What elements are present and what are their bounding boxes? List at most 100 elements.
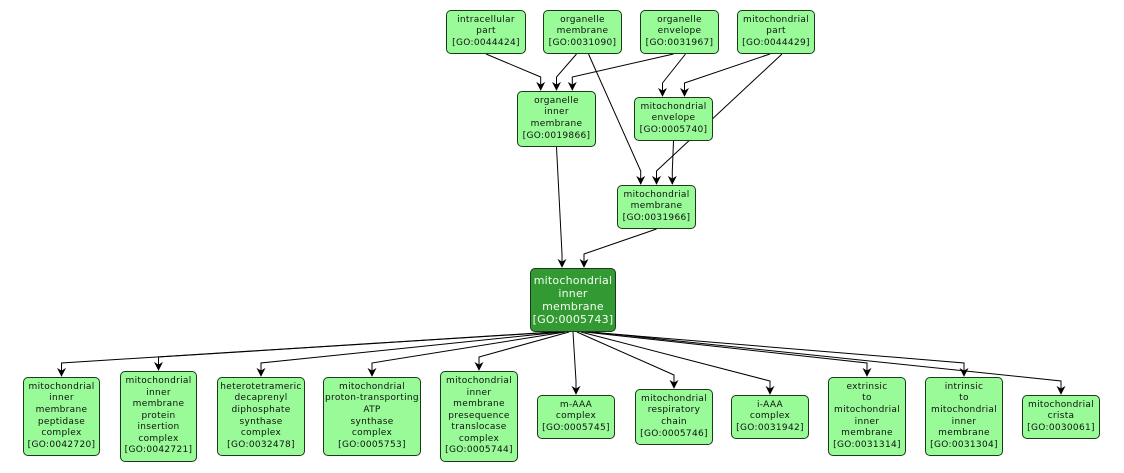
go-term-mitochondrial-envelope[interactable]: mitochondrial envelope [GO:0005740]	[634, 97, 713, 141]
node-line: extrinsic	[846, 381, 888, 392]
node-line: presequence	[448, 410, 510, 421]
node-id: [GO:0005746]	[640, 428, 708, 439]
go-term-organelle-envelope[interactable]: organelle envelope [GO:0031967]	[640, 10, 719, 54]
node-line: mitochondrial	[1028, 399, 1094, 410]
edge-n0005740-to-n0031966	[667, 140, 677, 185]
edge-n0005743-to-n0005753	[367, 331, 566, 377]
edge-n0005743-to-n0005745	[571, 331, 581, 395]
node-line: membrane	[630, 201, 683, 212]
node-id: [GO:0030061]	[1027, 422, 1095, 433]
edge-n0031090-to-n0019866	[552, 53, 577, 91]
node-id: [GO:0031966]	[622, 212, 691, 223]
node-line: diphosphate	[231, 404, 291, 415]
node-id: [GO:0019866]	[522, 130, 591, 141]
node-line: part	[766, 26, 786, 37]
node-line: part	[476, 26, 496, 37]
go-term-i-aaa-complex[interactable]: i-AAA complex [GO:0031942]	[731, 395, 809, 439]
node-line: mitochondrial	[743, 14, 809, 25]
node-line: mitochondrial	[28, 381, 95, 392]
go-term-mitochondrial-inner-membrane-protein-insertion-complex[interactable]: mitochondrial inner membrane protein ins…	[120, 371, 197, 462]
node-id: [GO:0044429]	[742, 37, 810, 48]
node-line: complex	[351, 428, 393, 439]
go-term-mitochondrial-inner-membrane-focus[interactable]: mitochondrial inner membrane [GO:0005743…	[530, 268, 616, 332]
node-line: envelope	[657, 26, 702, 37]
go-term-mitochondrial-proton-transporting-atp-synthase-complex[interactable]: mitochondrial proton-transporting ATP sy…	[323, 377, 421, 456]
node-line: complex	[240, 428, 282, 439]
node-line: complex	[138, 433, 179, 444]
node-line: i-AAA	[756, 399, 784, 410]
edge-n0044424-to-n0019866	[485, 53, 546, 91]
edge-n0005743-to-n0031304	[588, 331, 969, 377]
go-term-mitochondrial-inner-membrane-peptidase-complex[interactable]: mitochondrial inner membrane peptidase c…	[23, 377, 100, 456]
node-id: [GO:0031314]	[833, 439, 901, 450]
go-term-mitochondrial-crista[interactable]: mitochondrial crista [GO:0030061]	[1022, 395, 1100, 439]
node-id: [GO:0005740]	[639, 124, 708, 135]
go-term-mitochondrial-part[interactable]: mitochondrial part [GO:0044429]	[737, 10, 815, 54]
node-line: organelle	[534, 95, 579, 106]
node-line: chain	[661, 417, 687, 427]
edge-n0044429-to-n0031966	[652, 53, 783, 185]
node-line: membrane	[453, 399, 505, 410]
go-term-heterotetrameric-decaprenyl-diphosphate-synthase-complex[interactable]: heterotetrameric decaprenyl diphosphate …	[217, 377, 305, 456]
node-line: complex	[749, 411, 791, 422]
go-term-organelle-membrane[interactable]: organelle membrane [GO:0031090]	[543, 10, 622, 54]
go-term-mitochondrial-inner-membrane-presequence-translocase-complex[interactable]: mitochondrial inner membrane presequence…	[440, 371, 518, 462]
edge-n0005743-to-n0031314	[584, 331, 872, 377]
node-line: proton-transporting	[325, 393, 419, 404]
node-line: mitochondrial	[931, 404, 997, 415]
go-term-intrinsic-to-mitochondrial-inner-membrane[interactable]: intrinsic to mitochondrial inner membran…	[925, 377, 1003, 456]
node-id: [GO:0031090]	[548, 37, 617, 48]
node-line: intrinsic	[944, 381, 984, 392]
edge-n0019866-to-n0005743	[556, 146, 567, 268]
node-line: inner	[854, 416, 880, 427]
node-id: [GO:0044424]	[452, 37, 520, 48]
node-line: ATP	[363, 404, 381, 415]
node-id: [GO:0042721]	[124, 445, 193, 456]
node-line: to	[959, 393, 969, 404]
node-line: mitochondrial	[623, 189, 690, 200]
node-line: heterotetrameric	[220, 381, 302, 392]
go-term-mitochondrial-membrane[interactable]: mitochondrial membrane [GO:0031966]	[617, 185, 696, 229]
edge-n0044429-to-n0005740	[680, 53, 771, 97]
edge-n0005743-to-n0005744	[474, 331, 570, 371]
edge-n0031967-to-n0019866	[567, 53, 674, 91]
go-term-organelle-inner-membrane[interactable]: organelle inner membrane [GO:0019866]	[517, 91, 596, 147]
node-line: inner	[558, 287, 588, 300]
node-line: respiratory	[647, 405, 701, 416]
node-id: [GO:0005745]	[542, 422, 610, 433]
edge-n0031090-to-n0031966	[588, 53, 646, 185]
go-term-m-aaa-complex[interactable]: m-AAA complex [GO:0005745]	[537, 395, 615, 439]
node-id: [GO:0031304]	[930, 439, 998, 450]
node-line: synthase	[239, 416, 283, 427]
node-line: mitochondrial	[125, 375, 192, 386]
node-line: inner	[49, 393, 74, 404]
node-line: complex	[555, 411, 597, 422]
node-line: decaprenyl	[234, 393, 288, 404]
node-line: inner	[951, 416, 977, 427]
node-line: membrane	[542, 300, 604, 313]
node-line: organelle	[560, 14, 605, 25]
edge-n0005743-to-n0031942	[580, 331, 775, 395]
node-line: complex	[458, 433, 500, 444]
node-line: envelope	[651, 113, 696, 124]
node-line: inner	[466, 387, 492, 398]
edge-n0031966-to-n0005743	[579, 228, 657, 268]
edge-n0005743-to-n0030061	[592, 331, 1066, 395]
node-line: membrane	[35, 404, 88, 415]
node-line: protein	[141, 410, 176, 421]
edge-n0005743-to-n0032478	[256, 331, 562, 377]
node-id: [GO:0005744]	[445, 445, 513, 456]
node-line: inner	[544, 107, 569, 118]
node-line: m-AAA	[559, 399, 593, 410]
go-term-mitochondrial-respiratory-chain[interactable]: mitochondrial respiratory chain [GO:0005…	[635, 389, 713, 445]
node-line: organelle	[657, 14, 702, 25]
go-term-extrinsic-to-mitochondrial-inner-membrane[interactable]: extrinsic to mitochondrial inner membran…	[828, 377, 906, 456]
node-id: [GO:0042720]	[27, 439, 96, 450]
go-term-intracellular-part[interactable]: intracellular part [GO:0044424]	[446, 10, 526, 54]
node-line: mitochondrial	[339, 381, 405, 392]
node-line: membrane	[132, 399, 185, 410]
node-line: membrane	[841, 428, 893, 439]
node-line: mitochondrial	[446, 375, 512, 386]
node-line: crista	[1047, 411, 1075, 422]
